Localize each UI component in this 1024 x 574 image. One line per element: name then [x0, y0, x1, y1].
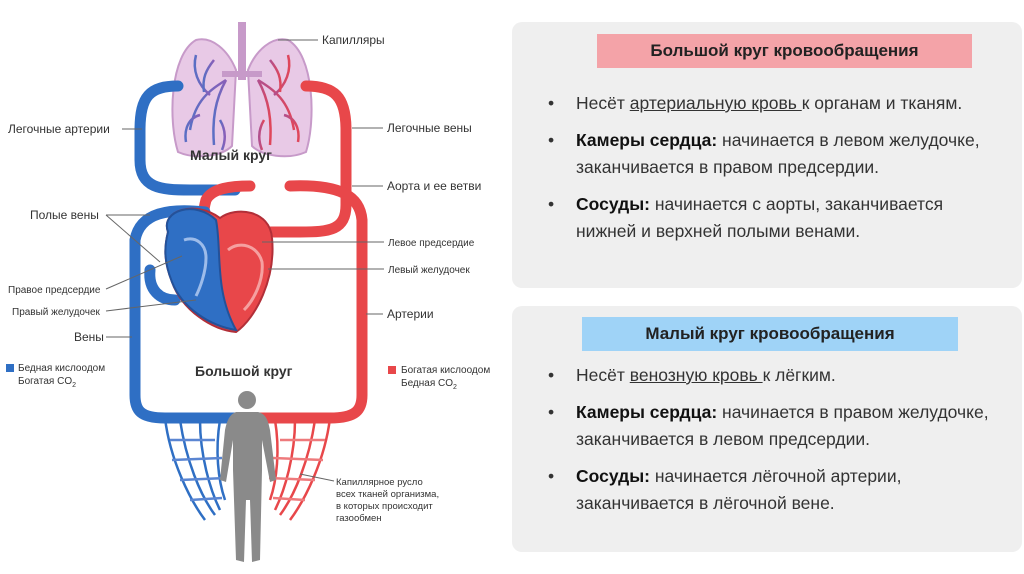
big-circle-title: Большой круг кровообращения — [597, 34, 972, 68]
big-circle-panel: Большой круг кровообращения • Несёт арте… — [512, 22, 1022, 288]
legend-blue-swatch — [6, 364, 14, 372]
legend: Бедная кислоодом Богатая CO2 Богатая кис… — [6, 363, 490, 391]
label-veins: Вены — [74, 330, 104, 344]
label-vena-cava: Полые вены — [30, 208, 99, 222]
label-aorta: Аорта и ее ветви — [387, 179, 481, 193]
small-circle-points: • Несёт венозную кровь к лёгким. • Камер… — [548, 362, 1004, 527]
legend-red-line2: Бедная CO2 — [401, 378, 457, 391]
list-item: • Несёт венозную кровь к лёгким. — [548, 365, 836, 385]
diagram-labels: Капилляры Легочные артерии Легочные вены… — [8, 33, 481, 524]
legend-blue-line1: Бедная кислоодом — [18, 363, 105, 374]
human-silhouette — [220, 391, 276, 562]
list-item: • Сосуды: начинается с аорты, заканчивае… — [548, 194, 944, 241]
legend-red-swatch — [388, 366, 396, 374]
label-right-ventricle: Правый желудочек — [12, 307, 101, 318]
label-right-atrium: Правое предсердие — [8, 285, 101, 296]
label-left-atrium: Левое предсердие — [388, 238, 475, 249]
list-item: • Сосуды: начинается лёгочной артерии, з… — [548, 466, 902, 513]
label-capillary-bed-1: Капиллярное русло — [336, 477, 423, 488]
list-item: • Несёт артериальную кровь к органам и т… — [548, 93, 963, 113]
small-circle-panel: Малый круг кровообращения • Несёт венозн… — [512, 306, 1022, 552]
label-capillary-bed-3: в которых происходит — [336, 501, 433, 512]
label-capillary-bed-4: газообмен — [336, 513, 382, 524]
legend-red-line1: Богатая кислоодом — [401, 365, 490, 376]
label-pulmonary-veins: Легочные вены — [387, 121, 472, 135]
legend-blue-line2: Богатая CO2 — [18, 376, 76, 389]
list-item: • Камеры сердца: начинается в правом жел… — [548, 402, 989, 449]
label-small-circle: Малый круг — [190, 147, 272, 163]
label-big-circle: Большой круг — [195, 363, 293, 379]
heart — [164, 207, 274, 334]
circulation-diagram: Капилляры Легочные артерии Легочные вены… — [6, 22, 490, 562]
label-arteries: Артерии — [387, 307, 434, 321]
label-capillary-bed-2: всех тканей организма, — [336, 489, 439, 500]
label-pulmonary-arteries: Легочные артерии — [8, 122, 110, 136]
small-circle-title: Малый круг кровообращения — [582, 317, 958, 351]
label-left-ventricle: Левый желудочек — [388, 265, 470, 276]
list-item: • Камеры сердца: начинается в левом желу… — [548, 130, 980, 177]
lungs — [171, 22, 313, 158]
label-capillaries: Капилляры — [322, 33, 385, 47]
big-circle-points: • Несёт артериальную кровь к органам и т… — [548, 90, 1004, 255]
